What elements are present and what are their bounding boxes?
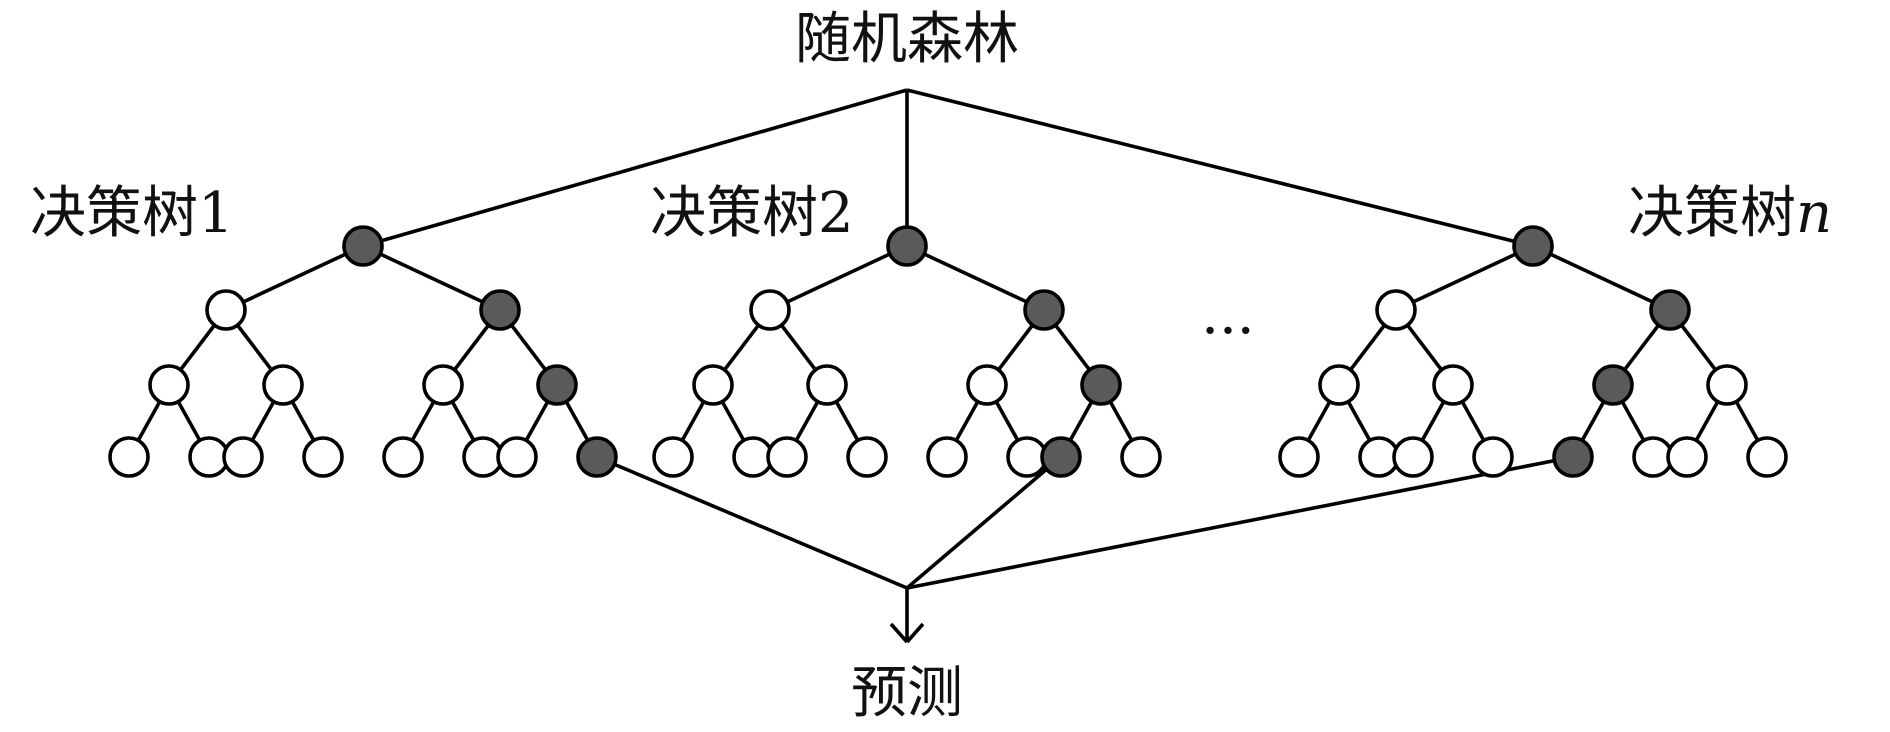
node-tree-2-l2-0 — [692, 364, 734, 406]
node-tree-2-leaf-7 — [1120, 436, 1162, 478]
tree-1-edge-l1-0 — [225, 244, 364, 312]
selected-node-tree-3-l1-1 — [1649, 289, 1691, 331]
tree-1-edge-l1-1 — [362, 244, 501, 312]
node-tree-3-leaf-0 — [1278, 436, 1320, 478]
selected-node-tree-1-l2-3 — [536, 364, 578, 406]
ellipsis: ··· — [1201, 299, 1254, 364]
edges-layer — [127, 88, 1769, 644]
nodes-layer — [108, 225, 1788, 478]
output-arrow-head-right — [905, 622, 925, 644]
selected-node-tree-1-root — [342, 225, 384, 267]
selected-node-tree-2-leaf-6 — [1040, 436, 1082, 478]
root-to-tree-3 — [906, 88, 1534, 248]
node-tree-1-leaf-4 — [382, 436, 424, 478]
selected-node-tree-3-root — [1512, 225, 1554, 267]
leaf-to-output-3 — [906, 455, 1574, 590]
node-tree-3-leaf-7 — [1746, 436, 1788, 478]
tree-1-label: 决策树1 — [30, 181, 234, 246]
node-tree-2-leaf-4 — [926, 436, 968, 478]
tree-3-edge-l1-0 — [1395, 244, 1534, 312]
output-arrow-head-left — [889, 622, 909, 644]
leaf-to-output-2 — [905, 455, 1063, 590]
node-tree-3-leaf-3 — [1472, 436, 1514, 478]
node-tree-2-leaf-0 — [652, 436, 694, 478]
tree-2-edge-l1-1 — [906, 244, 1045, 312]
node-tree-1-leaf-6 — [496, 436, 538, 478]
node-tree-2-leaf-3 — [846, 436, 888, 478]
node-tree-1-l2-2 — [422, 364, 464, 406]
node-tree-1-leaf-3 — [302, 436, 344, 478]
tree-2-label: 决策树2 — [650, 181, 854, 246]
tree-1-label-text: 决策树 — [30, 181, 198, 246]
tree-n-index: n — [1796, 181, 1832, 246]
leaf-to-output-1 — [596, 455, 908, 590]
node-tree-2-l2-2 — [966, 364, 1008, 406]
tree-3-edge-l1-1 — [1532, 244, 1671, 312]
node-tree-1-leaf-0 — [108, 436, 150, 478]
node-tree-1-leaf-2 — [222, 436, 264, 478]
selected-node-tree-1-leaf-7 — [576, 436, 618, 478]
selected-node-tree-2-l1-1 — [1023, 289, 1065, 331]
node-tree-3-l2-0 — [1318, 364, 1360, 406]
node-tree-3-l2-3 — [1706, 364, 1748, 406]
node-tree-2-l2-1 — [806, 364, 848, 406]
node-tree-3-l1-0 — [1375, 289, 1417, 331]
selected-node-tree-3-leaf-4 — [1552, 436, 1594, 478]
node-tree-1-l1-0 — [205, 289, 247, 331]
node-tree-1-l2-1 — [262, 364, 304, 406]
selected-node-tree-2-l2-3 — [1080, 364, 1122, 406]
tree-1-index: 1 — [198, 181, 234, 246]
node-tree-3-leaf-6 — [1666, 436, 1708, 478]
root-to-tree-1 — [362, 88, 908, 248]
tree-n-label-text: 决策树 — [1628, 181, 1796, 246]
node-tree-2-l1-0 — [749, 289, 791, 331]
node-tree-1-l2-0 — [148, 364, 190, 406]
tree-n-label: 决策树n — [1628, 181, 1832, 246]
node-tree-2-leaf-2 — [766, 436, 808, 478]
node-tree-3-leaf-2 — [1392, 436, 1434, 478]
tree-2-label-text: 决策树 — [650, 181, 818, 246]
root-label: 随机森林 — [795, 7, 1019, 72]
output-label: 预测 — [851, 661, 963, 726]
selected-node-tree-3-l2-2 — [1592, 364, 1634, 406]
selected-node-tree-2-root — [886, 225, 928, 267]
selected-node-tree-1-l1-1 — [479, 289, 521, 331]
node-tree-3-l2-1 — [1432, 364, 1474, 406]
tree-2-edge-l1-0 — [769, 244, 908, 312]
tree-2-index: 2 — [818, 181, 854, 246]
